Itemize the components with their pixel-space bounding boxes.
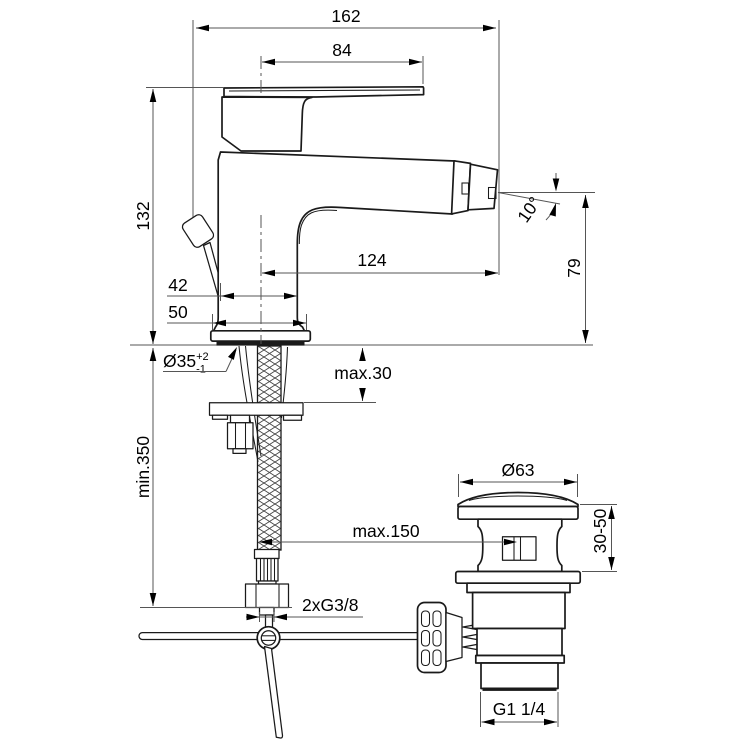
dim-hole-diameter: Ø35+2-1: [163, 347, 237, 376]
dim-body-depth: 42: [167, 275, 297, 301]
dim-label-lever-reach: 84: [332, 40, 352, 60]
dim-lever-reach: 84: [262, 40, 424, 84]
dim-waste-cap: Ø63: [458, 460, 578, 497]
dim-overall-width: 162: [192, 6, 500, 275]
dim-label-spout-reach: 124: [357, 250, 386, 270]
dim-label-spout-angle: 10°: [513, 193, 545, 226]
dim-hose-length: min.350: [133, 348, 292, 608]
g38-nut: [244, 583, 290, 609]
braided-hose: [256, 345, 282, 551]
dim-label-rod-reach: max.150: [352, 521, 419, 541]
dim-label-hose-length: min.350: [133, 436, 153, 499]
waste-lower-body: [471, 591, 566, 630]
waste-plug-cap: [457, 491, 579, 508]
dim-spout-angle: 10°: [497, 173, 561, 226]
dim-label-body-depth: 42: [168, 275, 187, 295]
dim-label-overall-width: 162: [331, 6, 360, 26]
pop-up-pull-rod: [263, 645, 284, 739]
clamp-nut: [226, 422, 254, 450]
dim-deck-thickness: max.30: [304, 348, 392, 403]
dim-waste-thread: G1 1/4: [480, 692, 559, 727]
dim-label-waste-cap: Ø63: [501, 460, 534, 480]
mounting-bracket: [208, 402, 304, 416]
lever-handle: [223, 85, 425, 98]
dim-label-inlet-thread: 2xG3/8: [302, 595, 358, 615]
dim-label-hole-diameter: Ø35+2-1: [163, 351, 209, 376]
pop-up-waste: [416, 491, 582, 691]
dim-spout-reach: 124: [262, 250, 498, 277]
dim-label-height: 132: [133, 201, 153, 230]
dim-inlet-thread: 2xG3/8: [246, 595, 363, 622]
dim-height-to-lever: 132: [133, 87, 224, 344]
cartridge-housing: [221, 96, 313, 152]
waste-tailpiece: [480, 662, 559, 690]
dim-label-spout-height: 79: [564, 258, 584, 277]
dim-base-width: 50: [167, 302, 307, 330]
pop-up-knob: [181, 214, 215, 248]
faucet: [181, 85, 499, 346]
dim-label-waste-thread: G1 1/4: [493, 699, 546, 719]
dim-spout-height: 79: [498, 192, 595, 343]
dim-label-waste-deck-range: 30-50: [590, 508, 610, 553]
dim-label-deck-thickness: max.30: [334, 363, 392, 383]
dim-rod-reach: max.150: [259, 521, 517, 546]
dim-waste-deck-range: 30-50: [580, 504, 617, 572]
dim-label-base-width: 50: [168, 302, 188, 322]
faucet-body: [212, 151, 456, 332]
